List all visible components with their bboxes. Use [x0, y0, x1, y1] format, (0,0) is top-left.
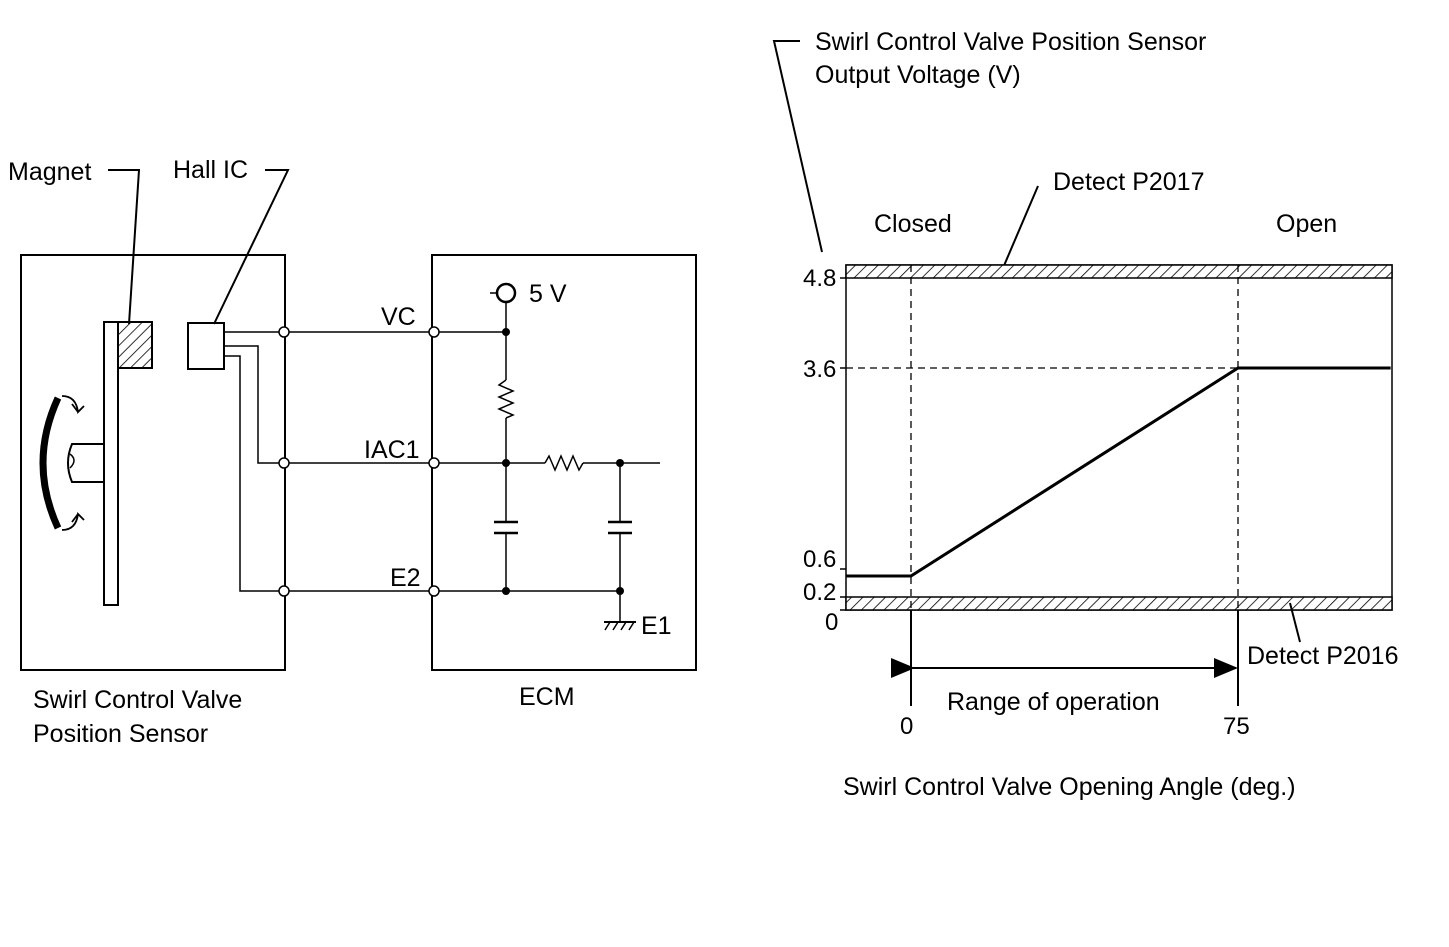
plot-frame [845, 264, 1393, 611]
range-of-operation-label: Range of operation [947, 688, 1160, 716]
supply-terminal [495, 282, 517, 304]
y-tick-label-4-8: 4.8 [803, 265, 836, 292]
rotor-shaft [67, 443, 104, 483]
rotation-arrow-bottom-icon [61, 512, 85, 531]
terminal-label-e1: E1 [641, 612, 672, 640]
y-tick-label-0: 0 [825, 609, 838, 636]
series-resistor [544, 454, 584, 472]
junction-e2-left [502, 587, 510, 595]
terminal-label-iac1: IAC1 [364, 436, 420, 464]
wire-sensor-e2 [224, 355, 284, 592]
sensor-housing-box [20, 254, 286, 671]
terminal-ecm-vc [428, 326, 440, 338]
junction-iac1 [502, 459, 510, 467]
terminal-ecm-e2 [428, 585, 440, 597]
terminal-label-vc: VC [381, 303, 416, 331]
ground-hatch [604, 621, 635, 631]
fault-band-low [845, 596, 1393, 611]
junction-iac1-out [616, 459, 624, 467]
hall-ic-block [187, 322, 225, 370]
magnet-block [117, 321, 153, 369]
hall-ic-leader-line [213, 169, 290, 325]
junction-e2-right [616, 587, 624, 595]
series-line-output-voltage [846, 366, 1391, 578]
pullup-resistor [497, 379, 515, 419]
region-closed-label: Closed [874, 210, 952, 238]
rotor-plate [103, 321, 119, 606]
y-title-leader-line [772, 40, 823, 253]
x-tick-label-75: 75 [1223, 713, 1250, 740]
y-tick-label-0-6: 0.6 [803, 546, 836, 573]
terminal-sensor-e2 [278, 585, 290, 597]
magnet-leader-line [108, 169, 141, 325]
y-axis-title-line1: Swirl Control Valve Position Sensor [815, 28, 1206, 56]
terminal-sensor-iac1 [278, 457, 290, 469]
circuit-diagram [20, 169, 697, 671]
junction-vc [502, 328, 510, 336]
rotation-arrow-top-icon [61, 395, 85, 414]
y-tick-label-3-6: 3.6 [803, 356, 836, 383]
y-tick-label-0-2: 0.2 [803, 579, 836, 606]
terminal-sensor-vc [278, 326, 290, 338]
wire-sensor-iac1 [224, 345, 284, 464]
detect-high-leader-line [1002, 185, 1039, 269]
y-axis-title-line2: Output Voltage (V) [815, 61, 1021, 89]
voltage-graph: Swirl Control Valve Position Sensor Outp… [772, 28, 1399, 801]
rotation-indicator [39, 396, 62, 530]
terminal-label-e2: E2 [390, 564, 421, 592]
fault-band-high [845, 264, 1393, 279]
sensor-caption-line2: Position Sensor [33, 720, 208, 748]
hall-ic-label: Hall IC [173, 156, 248, 184]
detect-low-leader-line [1289, 602, 1301, 643]
sensor-caption-line1: Swirl Control Valve [33, 686, 242, 714]
x-tick-label-0: 0 [900, 713, 913, 740]
circuit-nodes [278, 282, 624, 597]
region-open-label: Open [1276, 210, 1337, 238]
x-axis-title: Swirl Control Valve Opening Angle (deg.) [843, 773, 1296, 801]
detect-high-label: Detect P2017 [1053, 168, 1205, 196]
magnet-label: Magnet [8, 158, 91, 186]
circuit-labels: Magnet Hall IC 5 V VC IAC1 E2 E1 Swirl C… [8, 156, 672, 748]
supply-label: 5 V [529, 280, 567, 308]
shaft-break-mark [69, 453, 75, 469]
terminal-ecm-iac1 [428, 457, 440, 469]
detect-low-label: Detect P2016 [1247, 642, 1399, 670]
ecm-label: ECM [519, 683, 575, 711]
